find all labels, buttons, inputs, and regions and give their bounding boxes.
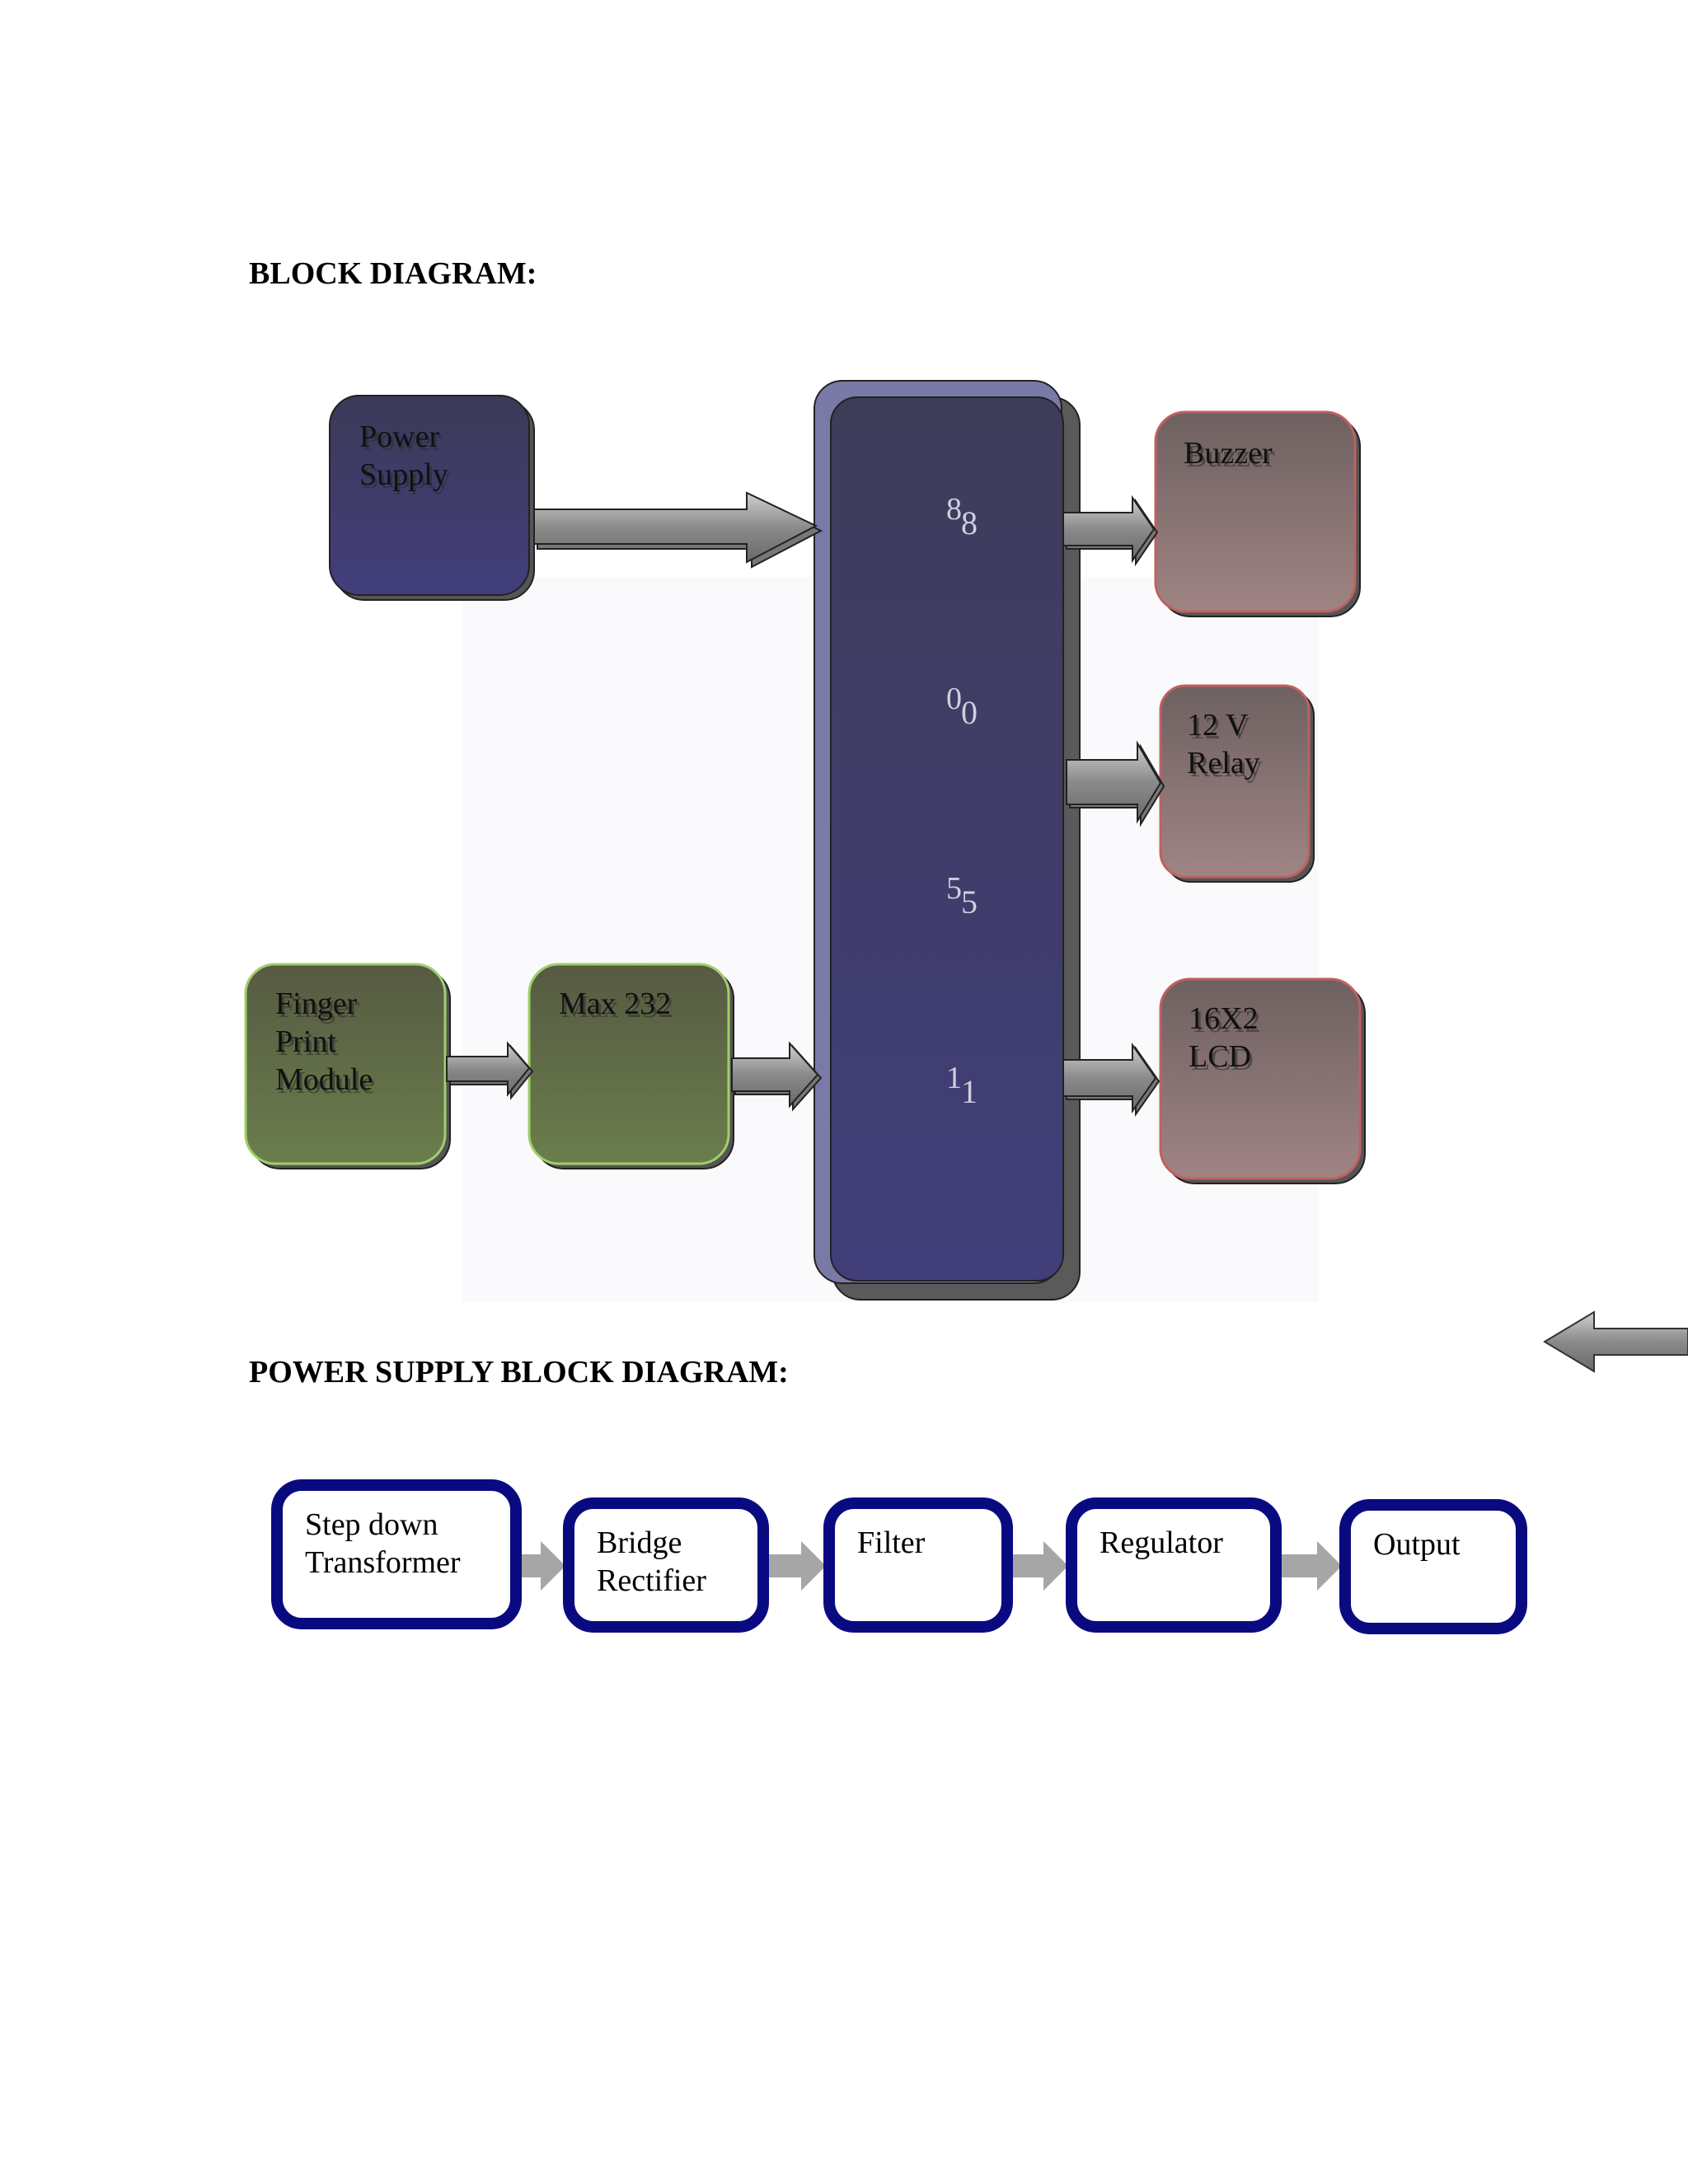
power-supply-arrow bbox=[1281, 1541, 1342, 1591]
power-supply-block-label: Bridge bbox=[597, 1526, 682, 1560]
finger-print-label-shadow: Print bbox=[278, 1028, 339, 1062]
arrow-mcu-to-lcd bbox=[1062, 1042, 1160, 1118]
power-supply-block-label: Transformer bbox=[305, 1545, 461, 1580]
power-supply-label-text: Power bbox=[359, 419, 439, 454]
power-supply-block-label: Regulator bbox=[1100, 1526, 1223, 1560]
finger-print-module-block bbox=[244, 963, 451, 1169]
finger-print-label-shadow: Module bbox=[278, 1066, 375, 1100]
mcu-digit: 0 bbox=[961, 694, 978, 731]
power-supply-block-2 bbox=[563, 1497, 769, 1633]
mcu-digit: 1 bbox=[961, 1073, 978, 1110]
power-supply-label-text: Supply bbox=[359, 457, 448, 492]
arrow-max232-to-mcu bbox=[731, 1041, 823, 1112]
power-supply-block-1 bbox=[271, 1479, 522, 1629]
power-supply-block-label: Filter bbox=[857, 1526, 926, 1560]
power-supply-arrow bbox=[521, 1541, 565, 1591]
power-supply-arrow bbox=[768, 1541, 826, 1591]
power-supply-block-5 bbox=[1339, 1499, 1527, 1634]
arrow-power-to-mcu bbox=[533, 491, 823, 569]
finger-print-label-text: Finger bbox=[275, 987, 358, 1021]
mcu-digit-small: 8 bbox=[946, 492, 962, 527]
stray-left-arrow bbox=[1543, 1310, 1688, 1373]
power-supply-block-4 bbox=[1066, 1497, 1282, 1633]
relay-block bbox=[1159, 684, 1315, 883]
power-supply-label-shadow: Supply bbox=[362, 461, 451, 495]
lcd-label-text: 16X2 bbox=[1189, 1001, 1258, 1036]
mcu-digit-small: 5 bbox=[946, 871, 962, 906]
mcu-digit: 8 bbox=[961, 504, 978, 541]
power-supply-arrows bbox=[521, 1541, 1342, 1591]
finger-print-label-text: Module bbox=[275, 1062, 373, 1097]
relay-label-shadow: 12 V bbox=[1189, 711, 1251, 746]
power-supply-block bbox=[329, 395, 535, 601]
mcu-digit: 5 bbox=[961, 883, 978, 921]
buzzer-label-text: Buzzer bbox=[1184, 436, 1273, 471]
lcd-block bbox=[1159, 977, 1366, 1184]
lcd-label-shadow: LCD bbox=[1191, 1043, 1254, 1077]
relay-label-text: Relay bbox=[1187, 746, 1260, 780]
power-supply-block-label: Step down bbox=[305, 1507, 438, 1542]
arrow-mcu-to-buzzer bbox=[1062, 494, 1159, 567]
arrow-mcu-to-relay bbox=[1066, 740, 1165, 827]
finger-print-label-shadow: Finger bbox=[278, 990, 360, 1024]
power-supply-block-diagram-heading: POWER SUPPLY BLOCK DIAGRAM: bbox=[249, 1355, 789, 1390]
relay-label-text: 12 V bbox=[1187, 708, 1249, 743]
mcu-8051-block bbox=[814, 380, 1081, 1301]
buzzer-label-shadow: Buzzer bbox=[1186, 439, 1275, 474]
power-supply-block-3 bbox=[823, 1497, 1013, 1633]
power-supply-block-label: Rectifier bbox=[597, 1563, 706, 1598]
power-supply-label-shadow: Power bbox=[362, 423, 442, 457]
power-supply-arrow bbox=[1012, 1541, 1068, 1591]
arrow-finger-to-max232 bbox=[446, 1041, 534, 1100]
mcu-digit-small: 1 bbox=[946, 1061, 962, 1095]
lcd-label-shadow: 16X2 bbox=[1191, 1005, 1260, 1039]
mcu-digit-small: 0 bbox=[946, 682, 962, 716]
max232-label-text: Max 232 bbox=[559, 987, 671, 1021]
lcd-label-text: LCD bbox=[1189, 1039, 1251, 1074]
block-diagram-heading: BLOCK DIAGRAM: bbox=[249, 256, 537, 291]
buzzer-block bbox=[1154, 410, 1361, 617]
max232-label-shadow: Max 232 bbox=[561, 990, 673, 1024]
power-supply-block-label: Output bbox=[1373, 1527, 1461, 1562]
finger-print-label-text: Print bbox=[275, 1024, 336, 1059]
max232-block bbox=[528, 963, 734, 1169]
relay-label-shadow: Relay bbox=[1189, 749, 1263, 784]
